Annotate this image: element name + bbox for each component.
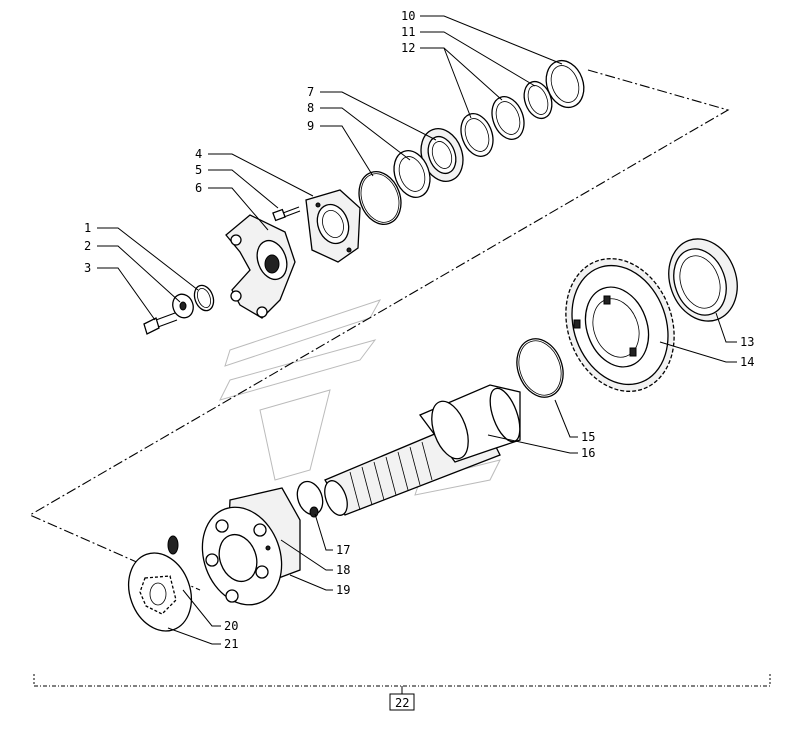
callout-21: 21 — [224, 637, 238, 651]
callout-10: 10 — [401, 9, 415, 23]
leader-lines — [97, 15, 737, 645]
part-4-flange-cover — [305, 189, 361, 263]
part-3-bolt — [143, 312, 178, 335]
part-8-ring — [393, 150, 431, 198]
part-5-screw — [272, 206, 301, 222]
part-1-o-ring — [193, 284, 215, 312]
part-15-snap-ring — [516, 338, 564, 398]
part-14-gear — [565, 258, 675, 392]
part-13-bearing — [668, 238, 738, 322]
part-17-o-ring — [296, 480, 324, 518]
part-18-spring — [167, 535, 179, 555]
part-12-shim-a — [491, 96, 525, 140]
callout-17: 17 — [336, 543, 350, 557]
callout-13: 13 — [740, 335, 754, 349]
assembly-bracket: 22 — [33, 674, 771, 711]
callout-7: 7 — [307, 85, 314, 99]
callout-12: 12 — [401, 41, 415, 55]
assembly-boundary — [28, 69, 730, 591]
callout-6: 6 — [195, 181, 202, 195]
part-7-bearing — [420, 128, 464, 182]
callout-2: 2 — [84, 239, 91, 253]
callout-9: 9 — [307, 119, 314, 133]
callout-16: 16 — [581, 446, 595, 460]
callout-15: 15 — [581, 430, 595, 444]
part-21-disc — [128, 552, 192, 632]
part-16-shaft — [324, 384, 521, 516]
callout-5: 5 — [195, 163, 202, 177]
callout-19: 19 — [336, 583, 350, 597]
callout-8: 8 — [307, 101, 314, 115]
part-11-circlip — [523, 80, 553, 120]
callout-14: 14 — [740, 355, 754, 369]
callout-labels: 1 2 3 4 5 6 7 8 9 10 11 12 13 14 15 16 1… — [84, 9, 754, 651]
part-6-yoke — [225, 214, 296, 319]
callout-3: 3 — [84, 261, 91, 275]
part-19-hub — [201, 487, 301, 606]
callout-1: 1 — [84, 221, 91, 235]
callout-18: 18 — [336, 563, 350, 577]
assembly-label-22: 22 — [395, 696, 409, 710]
callout-4: 4 — [195, 147, 202, 161]
callout-11: 11 — [401, 25, 415, 39]
callout-20: 20 — [224, 619, 238, 633]
